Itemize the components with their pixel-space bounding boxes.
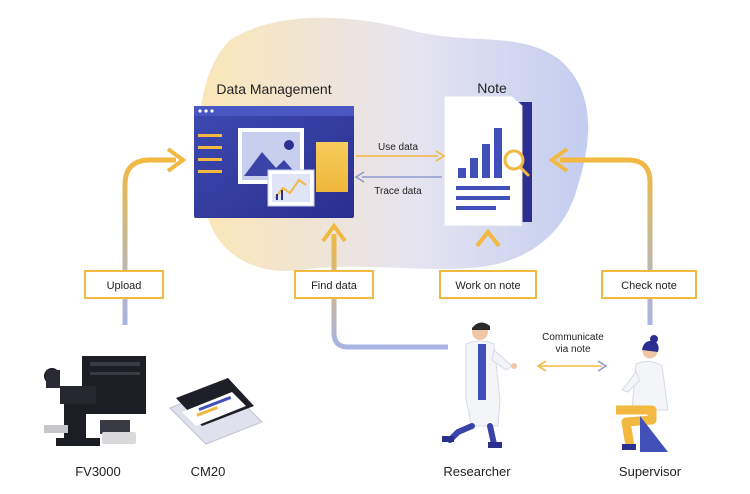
supervisor-label: Supervisor xyxy=(619,464,682,479)
find-data-arrow xyxy=(331,234,448,350)
check-note-arrowhead xyxy=(548,147,569,173)
data-management-title: Data Management xyxy=(216,81,331,97)
upload-label: Upload xyxy=(107,280,142,292)
check-note-arrow xyxy=(560,157,653,325)
work-on-note-step[interactable]: Work on note xyxy=(439,270,537,299)
find-data-arrowhead xyxy=(321,222,347,243)
communicate-arrowhead-left xyxy=(536,360,547,372)
fv3000-label: FV3000 xyxy=(75,464,121,479)
check-note-step[interactable]: Check note xyxy=(601,270,697,299)
upload-arrowhead xyxy=(166,147,187,173)
upload-arrow xyxy=(122,157,176,325)
work-on-note-arrowhead xyxy=(475,228,501,248)
trace-data-label: Trace data xyxy=(374,186,422,197)
microscope-icon xyxy=(44,356,146,446)
communicate-label-line2: via note xyxy=(555,344,590,355)
trace-data-arrowhead xyxy=(354,171,365,183)
work-on-note-label: Work on note xyxy=(455,280,520,292)
check-note-label: Check note xyxy=(621,280,677,292)
find-data-step[interactable]: Find data xyxy=(294,270,374,299)
cm20-device-icon xyxy=(169,378,263,445)
use-data-arrowhead xyxy=(435,150,446,162)
researcher-figure xyxy=(442,322,517,448)
data-management-icon[interactable] xyxy=(194,106,354,218)
use-data-label: Use data xyxy=(378,142,418,153)
researcher-label: Researcher xyxy=(443,464,511,479)
cm20-label: CM20 xyxy=(191,464,226,479)
note-title: Note xyxy=(477,80,507,96)
note-icon[interactable] xyxy=(443,95,532,227)
communicate-arrowhead-right xyxy=(597,360,608,372)
supervisor-figure xyxy=(616,335,669,452)
communicate-label-line1: Communicate xyxy=(542,332,604,343)
upload-step[interactable]: Upload xyxy=(84,270,164,299)
find-data-label: Find data xyxy=(311,280,358,292)
